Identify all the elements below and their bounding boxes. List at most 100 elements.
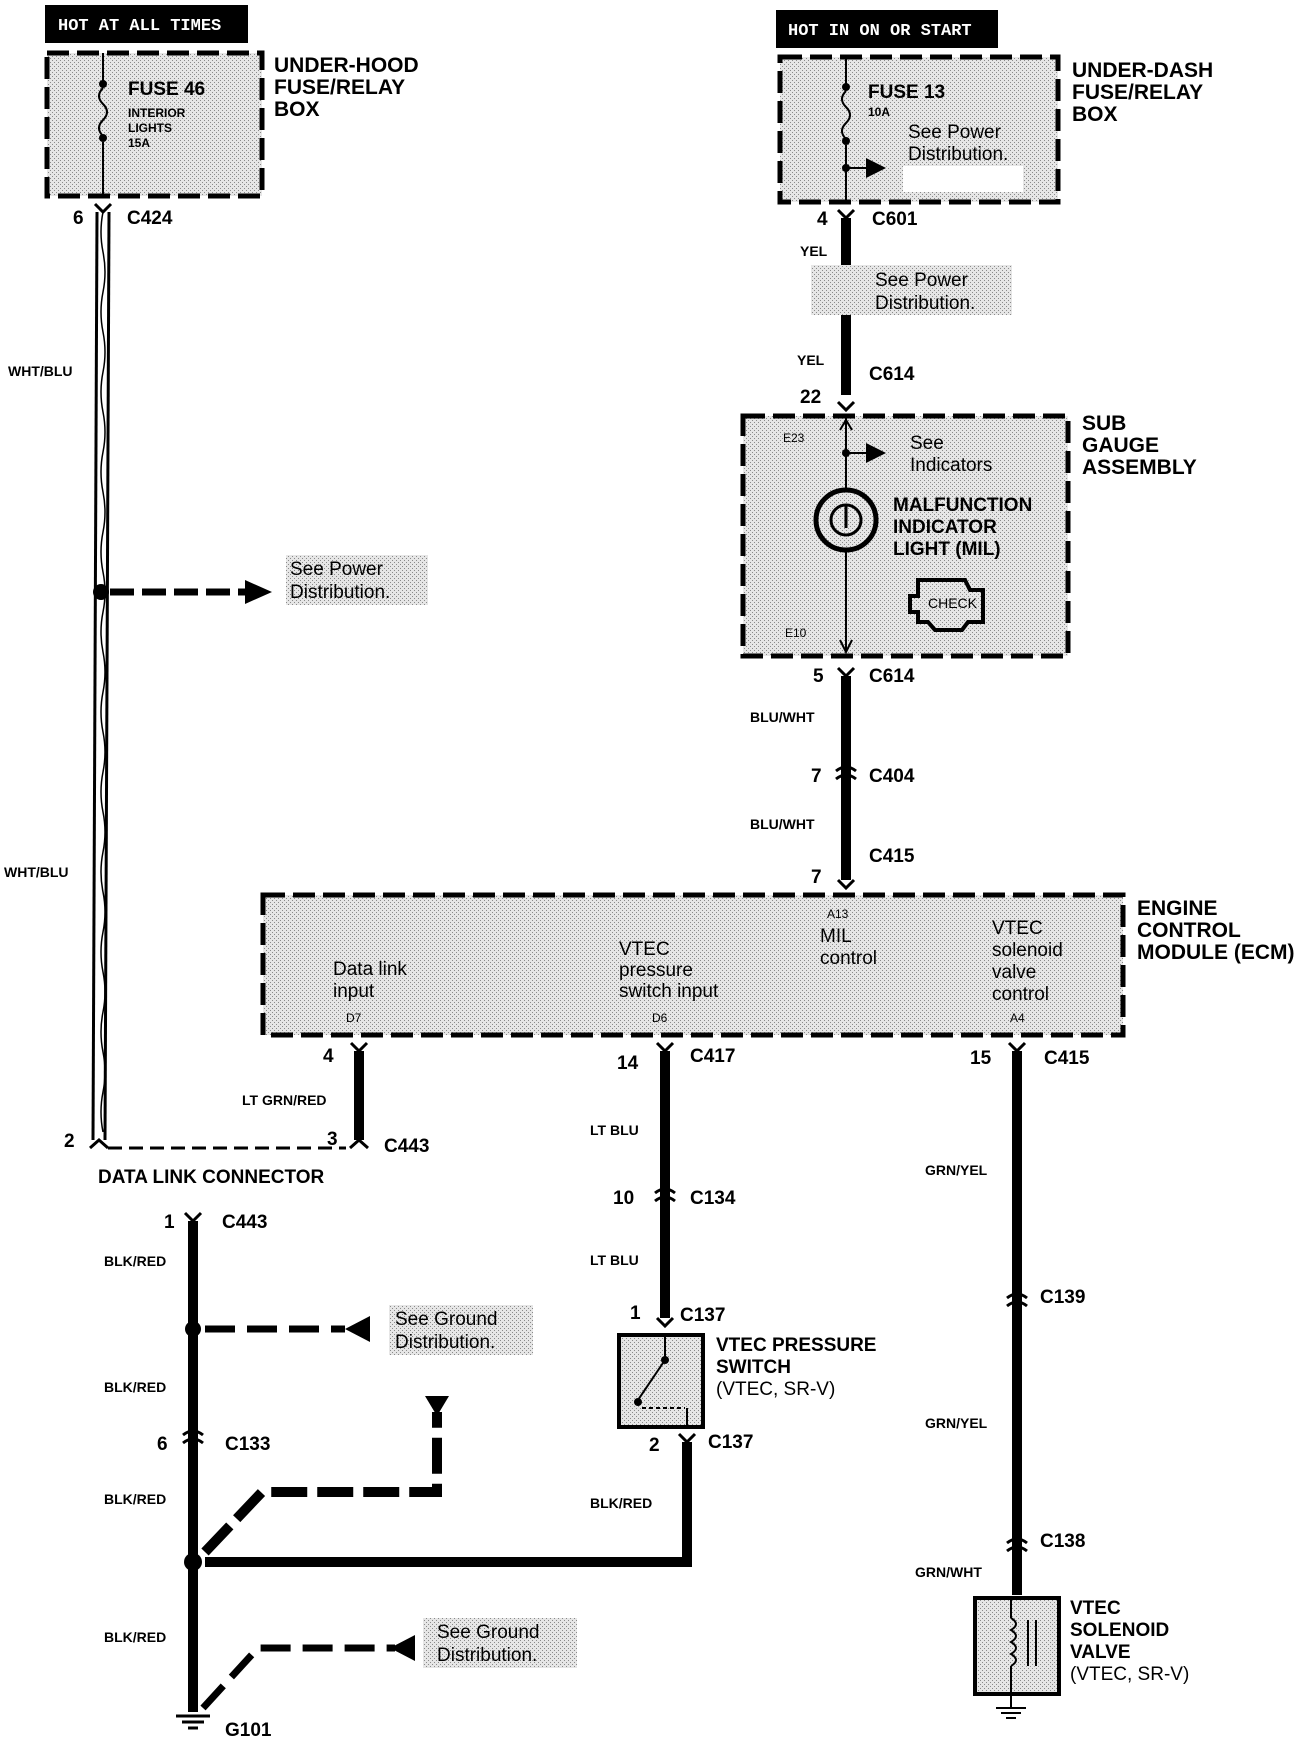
c139-label: C139 xyxy=(1040,1287,1085,1308)
svg-text:BLU/WHT: BLU/WHT xyxy=(750,709,815,725)
g101-label: G101 xyxy=(225,1720,272,1741)
svg-text:pressure: pressure xyxy=(619,960,693,981)
svg-text:BOX: BOX xyxy=(274,98,320,121)
c417-connector-icon xyxy=(655,1041,675,1054)
arrow-down-icon xyxy=(425,1396,449,1416)
svg-text:YEL: YEL xyxy=(797,352,825,368)
svg-text:See Power: See Power xyxy=(908,122,1002,143)
ecm-title: ENGINE xyxy=(1137,897,1218,920)
vtec-solenoid-valve-title: VTEC xyxy=(1070,1598,1121,1619)
c415-right-label: C415 xyxy=(1044,1048,1090,1069)
svg-text:15: 15 xyxy=(970,1048,992,1069)
fuse-13-label: FUSE 13 xyxy=(868,82,945,103)
svg-text:E23: E23 xyxy=(783,431,805,445)
svg-text:LIGHT (MIL): LIGHT (MIL) xyxy=(893,539,1001,560)
svg-text:6: 6 xyxy=(73,208,84,229)
svg-text:BOX: BOX xyxy=(1072,103,1118,126)
c601-label: C601 xyxy=(872,209,918,230)
c415-top-label: C415 xyxy=(869,846,915,867)
svg-text:(VTEC, SR-V): (VTEC, SR-V) xyxy=(1070,1664,1189,1685)
svg-text:BLK/RED: BLK/RED xyxy=(104,1629,166,1645)
ground-splice-2 xyxy=(184,1553,202,1571)
svg-text:BLU/WHT: BLU/WHT xyxy=(750,816,815,832)
svg-text:BLK/RED: BLK/RED xyxy=(104,1379,166,1395)
svg-text:3: 3 xyxy=(327,1129,338,1150)
svg-text:ASSEMBLY: ASSEMBLY xyxy=(1082,456,1197,479)
svg-text:10: 10 xyxy=(613,1188,634,1209)
svg-text:FUSE/RELAY: FUSE/RELAY xyxy=(1072,81,1203,104)
svg-text:7: 7 xyxy=(811,867,822,888)
svg-text:2: 2 xyxy=(649,1435,660,1456)
see-power-distribution-yel[interactable]: See Power Distribution. xyxy=(811,265,1012,315)
c614-bottom-label: C614 xyxy=(869,666,915,687)
c139-connector-icon xyxy=(1006,1300,1028,1308)
svg-text:See Power: See Power xyxy=(290,559,384,580)
c614-bottom-connector-icon xyxy=(836,666,856,679)
c134-label: C134 xyxy=(690,1188,736,1209)
arrow-right-icon xyxy=(245,580,272,604)
svg-text:Data link: Data link xyxy=(333,959,407,980)
c137-top-label: C137 xyxy=(680,1305,725,1326)
c133-label: C133 xyxy=(225,1434,270,1455)
vtec-solenoid-valve xyxy=(973,1596,1061,1719)
svg-text:VALVE: VALVE xyxy=(1070,1642,1131,1663)
data-link-connector-label: DATA LINK CONNECTOR xyxy=(98,1167,325,1188)
svg-text:BLK/RED: BLK/RED xyxy=(104,1491,166,1507)
svg-text:CONTROL: CONTROL xyxy=(1137,919,1241,942)
svg-text:22: 22 xyxy=(800,387,821,408)
c138-label: C138 xyxy=(1040,1531,1085,1552)
svg-text:SWITCH: SWITCH xyxy=(716,1357,791,1378)
c443-dlc-label: C443 xyxy=(384,1136,429,1157)
svg-text:GRN/YEL: GRN/YEL xyxy=(925,1162,988,1178)
svg-text:A13: A13 xyxy=(827,907,849,921)
svg-text:D6: D6 xyxy=(652,1011,668,1025)
mil-label: MALFUNCTION xyxy=(893,495,1032,516)
svg-text:GAUGE: GAUGE xyxy=(1082,434,1159,457)
c614-top-label: C614 xyxy=(869,364,915,385)
see-ground-distribution-1[interactable]: See Ground Distribution. xyxy=(389,1305,533,1355)
c137-top-connector-icon xyxy=(655,1316,675,1329)
svg-text:LT BLU: LT BLU xyxy=(590,1252,639,1268)
svg-text:VTEC: VTEC xyxy=(992,918,1043,939)
svg-text:A4: A4 xyxy=(1010,1011,1025,1025)
blk-red-wire-c137 xyxy=(205,1442,692,1567)
svg-text:MODULE (ECM): MODULE (ECM) xyxy=(1137,941,1294,964)
fuse-13-icon xyxy=(841,90,851,140)
c137-bottom-connector-icon xyxy=(677,1432,697,1445)
hot-at-all-times-header: HOT AT ALL TIMES xyxy=(45,5,248,43)
svg-text:5: 5 xyxy=(813,666,824,687)
svg-text:BLK/RED: BLK/RED xyxy=(104,1253,166,1269)
svg-text:See Ground: See Ground xyxy=(395,1309,497,1330)
under-hood-title: UNDER-HOOD xyxy=(274,54,419,77)
see-power-distribution-left[interactable]: See Power Distribution. xyxy=(286,555,428,605)
svg-text:15A: 15A xyxy=(128,136,150,150)
wht-blu-wire xyxy=(91,211,111,1141)
svg-text:E10: E10 xyxy=(785,626,807,640)
svg-text:7: 7 xyxy=(811,766,822,787)
svg-text:Indicators: Indicators xyxy=(910,455,992,476)
vtec-pressure-switch xyxy=(617,1333,705,1429)
svg-text:Distribution.: Distribution. xyxy=(290,582,390,603)
c443-dlc-connector-icon xyxy=(349,1137,369,1150)
c134-connector-icon xyxy=(654,1195,676,1203)
svg-text:Distribution.: Distribution. xyxy=(437,1645,537,1666)
svg-text:GRN/WHT: GRN/WHT xyxy=(915,1564,982,1580)
svg-text:solenoid: solenoid xyxy=(992,940,1063,961)
check-engine-icon xyxy=(908,578,985,632)
svg-text:LT BLU: LT BLU xyxy=(590,1122,639,1138)
c424-label: C424 xyxy=(127,208,173,229)
svg-text:4: 4 xyxy=(323,1046,334,1067)
svg-text:GRN/YEL: GRN/YEL xyxy=(925,1415,988,1431)
svg-text:Distribution.: Distribution. xyxy=(875,293,975,314)
c424-connector-icon xyxy=(93,202,113,215)
see-ground-distribution-2[interactable]: See Ground Distribution. xyxy=(423,1618,577,1668)
svg-text:1: 1 xyxy=(630,1303,641,1324)
svg-text:14: 14 xyxy=(617,1053,639,1074)
svg-text:4: 4 xyxy=(817,209,828,230)
svg-text:(VTEC, SR-V): (VTEC, SR-V) xyxy=(716,1379,835,1400)
c415-right-connector-icon xyxy=(1007,1041,1027,1054)
svg-text:See: See xyxy=(910,433,944,454)
svg-text:See Ground: See Ground xyxy=(437,1622,539,1643)
under-hood-fuse-relay-box: FUSE 46 INTERIOR LIGHTS 15A xyxy=(44,50,265,199)
